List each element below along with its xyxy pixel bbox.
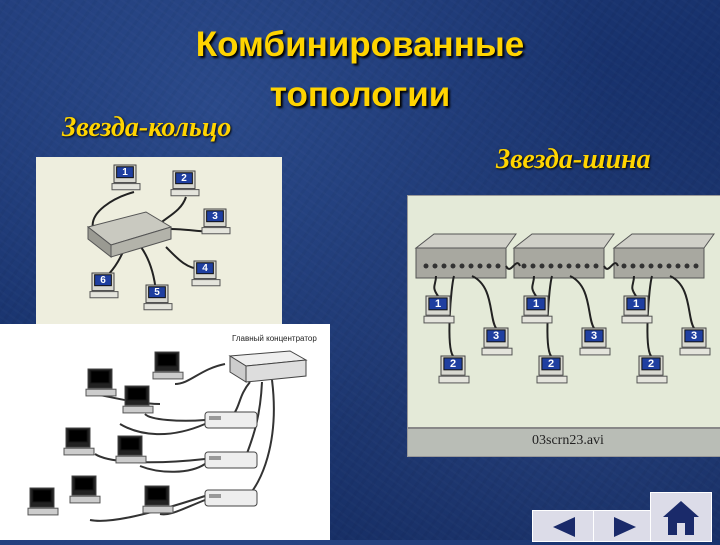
pc-number: 4 xyxy=(202,263,208,274)
ring-hub xyxy=(86,211,173,259)
home-button[interactable] xyxy=(650,492,712,542)
bus-hub xyxy=(414,233,517,279)
pc-number: 2 xyxy=(548,358,554,370)
secondary-hub xyxy=(204,451,258,469)
main-hub xyxy=(228,350,308,383)
tree-computer xyxy=(122,385,154,414)
tree-computer xyxy=(85,368,117,397)
bus-computer-2: 2 xyxy=(536,355,568,384)
ring-computer-6: 6 xyxy=(89,272,119,299)
tree-computer xyxy=(63,427,95,456)
bus-computer-2: 2 xyxy=(636,355,668,384)
pc-number: 3 xyxy=(493,330,499,342)
pc-number: 1 xyxy=(633,298,639,310)
star-ring-diagram: 1 2 3 4 5 6 xyxy=(36,157,282,327)
slide-title: Комбинированные топологии xyxy=(0,20,720,120)
bus-computer-3: 3 xyxy=(679,327,711,356)
bus-computer-1: 1 xyxy=(521,295,553,324)
bus-computer-2: 2 xyxy=(438,355,470,384)
tree-computer xyxy=(142,485,174,514)
pc-number: 3 xyxy=(212,211,218,222)
ring-computer-1: 1 xyxy=(111,164,141,191)
bus-computer-3: 3 xyxy=(481,327,513,356)
home-icon xyxy=(663,501,699,535)
star-bus-diagram: 1 2 3 1 2 3 1 2 3 03scrn23.avi xyxy=(407,195,720,457)
title-line-1: Комбинированные xyxy=(195,25,525,64)
tree-computer xyxy=(69,475,101,504)
ring-computer-4: 4 xyxy=(191,260,221,287)
tree-topology-diagram: Главный концентратор xyxy=(0,324,330,540)
subtitle-star-bus: Звезда-шина xyxy=(496,144,651,175)
bus-computer-1: 1 xyxy=(423,295,455,324)
video-status-bar: 03scrn23.avi xyxy=(408,427,720,456)
pc-number: 2 xyxy=(648,358,654,370)
bus-hub xyxy=(612,233,715,279)
pc-number: 3 xyxy=(691,330,697,342)
bus-computer-3: 3 xyxy=(579,327,611,356)
ring-computer-2: 2 xyxy=(170,170,200,197)
pc-number: 1 xyxy=(435,298,441,310)
pc-number: 5 xyxy=(154,287,160,298)
pc-number: 1 xyxy=(122,167,128,178)
pc-number: 1 xyxy=(533,298,539,310)
ring-computer-3: 3 xyxy=(201,208,231,235)
video-filename: 03scrn23.avi xyxy=(532,433,604,448)
pc-number: 3 xyxy=(591,330,597,342)
bus-hub xyxy=(512,233,615,279)
title-line-2: топологии xyxy=(269,75,451,114)
bus-computer-1: 1 xyxy=(621,295,653,324)
previous-slide-button[interactable] xyxy=(532,510,594,542)
subtitle-star-ring: Звезда-кольцо xyxy=(62,112,232,143)
next-slide-button[interactable] xyxy=(593,510,653,542)
ring-computer-5: 5 xyxy=(143,284,173,311)
pc-number: 6 xyxy=(100,275,106,286)
tree-computer xyxy=(27,487,59,516)
tree-computer xyxy=(115,435,147,464)
tree-computer xyxy=(152,351,184,380)
pc-number: 2 xyxy=(450,358,456,370)
triangle-right-icon xyxy=(614,517,636,537)
pc-number: 2 xyxy=(181,173,187,184)
main-hub-label: Главный концентратор xyxy=(232,334,317,343)
triangle-left-icon xyxy=(553,517,575,537)
secondary-hub xyxy=(204,411,258,429)
secondary-hub xyxy=(204,489,258,507)
